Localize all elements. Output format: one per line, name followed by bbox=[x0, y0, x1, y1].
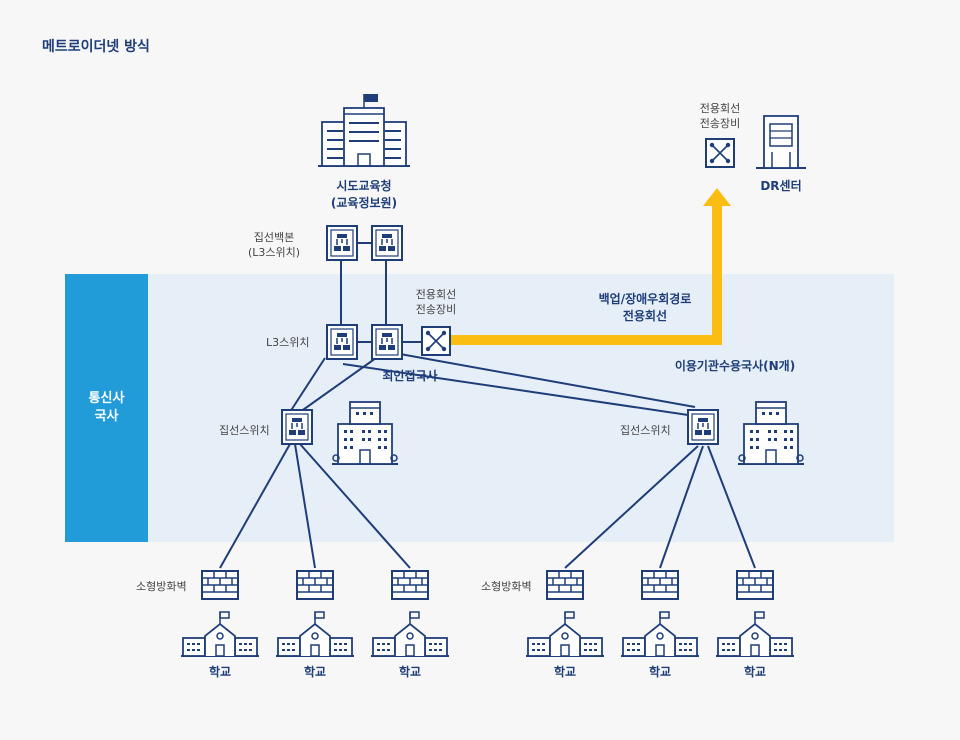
firewall-label-right: 소형방화벽 bbox=[481, 580, 532, 593]
transmission-equipment-bottom: 전송장비 bbox=[415, 303, 457, 316]
firewall-icon-3 bbox=[391, 570, 429, 600]
school-icon-4 bbox=[525, 611, 605, 657]
dr-equipment-bottom: 전송장비 bbox=[699, 117, 741, 130]
office-name: 시도교육청 bbox=[336, 179, 392, 193]
transmission-equipment-top: 전용회선 bbox=[415, 288, 457, 301]
firewall-icon-1 bbox=[201, 570, 239, 600]
firewall-icon-4 bbox=[546, 570, 584, 600]
office-label: 시도교육청 (교육정보원) bbox=[314, 178, 414, 212]
aggregation-switch-label-right: 집선스위치 bbox=[620, 424, 671, 437]
school-icon-5 bbox=[620, 611, 700, 657]
office-sub: (교육정보원) bbox=[330, 196, 398, 210]
core-switch-icon-left bbox=[326, 225, 358, 261]
core-switch-name: 집선백본 bbox=[253, 231, 295, 244]
band-label-line2: 국사 bbox=[94, 409, 119, 424]
aggregation-switch-icon-left bbox=[281, 409, 313, 445]
l3-switch-label: L3스위치 bbox=[266, 336, 310, 349]
aggregation-switch-icon-right bbox=[687, 409, 719, 445]
school-icon-1 bbox=[180, 611, 260, 657]
school-label-5: 학교 bbox=[648, 665, 672, 679]
dr-transmission-equipment-icon bbox=[705, 138, 735, 168]
backup-line-bottom: 전용회선 bbox=[622, 309, 668, 323]
core-switch-label: 집선백본 (L3스위치) bbox=[236, 230, 312, 260]
firewall-icon-5 bbox=[641, 570, 679, 600]
dr-center-label: DR센터 bbox=[760, 179, 802, 193]
band-label-line1: 통신사 bbox=[88, 391, 125, 406]
firewall-icon-2 bbox=[296, 570, 334, 600]
connection-lines bbox=[219, 242, 756, 569]
l3-switch-icon-right bbox=[371, 324, 403, 360]
school-label-1: 학교 bbox=[208, 665, 232, 679]
backup-path-line bbox=[450, 198, 722, 345]
page-title: 메트로이더넷 방식 bbox=[42, 39, 150, 55]
firewall-icon-6 bbox=[736, 570, 774, 600]
school-label-6: 학교 bbox=[743, 665, 767, 679]
carrier-building-icon-left bbox=[331, 401, 399, 465]
dr-equipment-label: 전용회선 전송장비 bbox=[685, 101, 755, 131]
core-switch-sub: (L3스위치) bbox=[247, 246, 301, 259]
backup-path-arrow bbox=[703, 188, 731, 206]
firewall-label-left: 소형방화벽 bbox=[136, 580, 187, 593]
school-label-2: 학교 bbox=[303, 665, 327, 679]
school-icon-6 bbox=[715, 611, 795, 657]
school-label-3: 학교 bbox=[398, 665, 422, 679]
l3-switch-icon-left bbox=[326, 324, 358, 360]
dr-equipment-top: 전용회선 bbox=[699, 102, 741, 115]
backup-line-top: 백업/장애우회경로 bbox=[598, 292, 692, 306]
office-building-icon bbox=[318, 94, 410, 167]
carrier-building-icon-right bbox=[737, 401, 805, 465]
carrier-office-band: 통신사 국사 bbox=[65, 274, 148, 542]
nearest-office-label: 최인접국사 bbox=[382, 369, 438, 383]
school-label-4: 학교 bbox=[553, 665, 577, 679]
school-icon-2 bbox=[275, 611, 355, 657]
transmission-equipment-label: 전용회선 전송장비 bbox=[401, 287, 471, 317]
school-icon-3 bbox=[370, 611, 450, 657]
user-office-label: 이용기관수용국사(N개) bbox=[674, 359, 796, 373]
transmission-equipment-icon bbox=[421, 326, 451, 356]
dr-center-building-icon bbox=[756, 115, 806, 169]
core-switch-icon-right bbox=[371, 225, 403, 261]
backup-path-label: 백업/장애우회경로 전용회선 bbox=[580, 291, 710, 325]
aggregation-switch-label-left: 집선스위치 bbox=[219, 424, 270, 437]
